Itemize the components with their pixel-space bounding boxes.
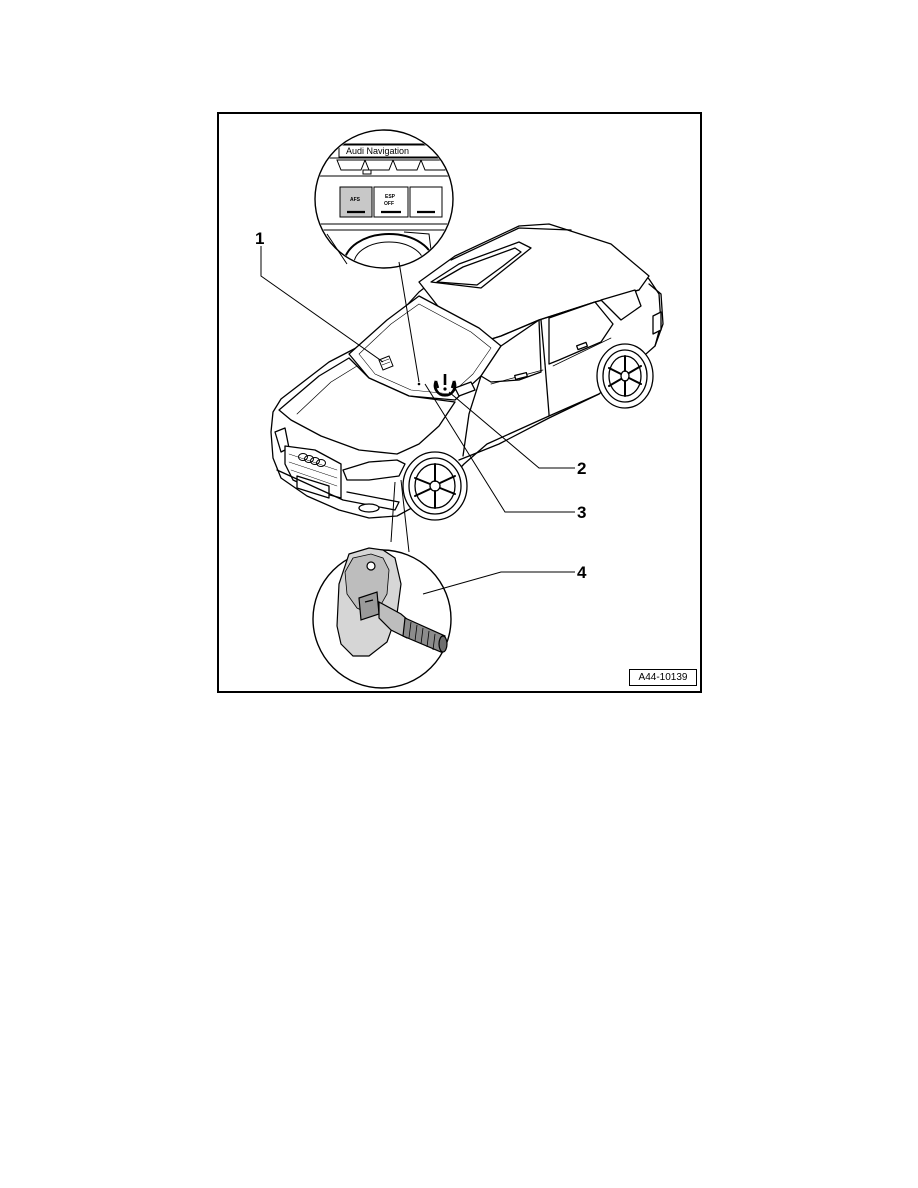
quarter-window [600, 289, 642, 321]
callout-leaders [260, 246, 575, 595]
hood [278, 357, 456, 455]
figure-frame: Audi Navigation AFS ESP OFF [217, 112, 702, 693]
callout-4: 4 [577, 563, 587, 582]
dash-sensor [378, 355, 394, 371]
dashboard-inset: Audi Navigation AFS ESP OFF [314, 129, 454, 383]
off-button-label: OFF [384, 201, 394, 207]
tire-pressure-sensor [336, 547, 448, 657]
callout-2: 2 [577, 459, 586, 478]
control-button-location [417, 382, 421, 386]
car-illustration [270, 223, 664, 521]
leader-1 [260, 246, 384, 363]
afs-button [339, 186, 373, 218]
headlight [342, 459, 406, 481]
sunroof [430, 241, 532, 289]
tpms-warning-icon [433, 374, 457, 397]
esp-button-label: ESP [385, 194, 396, 200]
nav-label: Audi Navigation [346, 146, 409, 156]
leader-4 [422, 571, 575, 595]
leader-2 [448, 391, 575, 469]
front-wheel [402, 451, 468, 521]
audi-logo [298, 453, 326, 467]
rear-wheel [596, 343, 654, 409]
vehicle-diagram: Audi Navigation AFS ESP OFF [255, 129, 664, 689]
side-mirror [454, 381, 476, 397]
callout-3: 3 [577, 503, 586, 522]
sensor-inset [312, 479, 452, 689]
callout-1: 1 [255, 229, 264, 248]
leader-3 [424, 383, 575, 513]
figure-id-label: A44-10139 [629, 669, 697, 686]
afs-button-label: AFS [350, 197, 361, 203]
rear-side-window [548, 301, 614, 365]
